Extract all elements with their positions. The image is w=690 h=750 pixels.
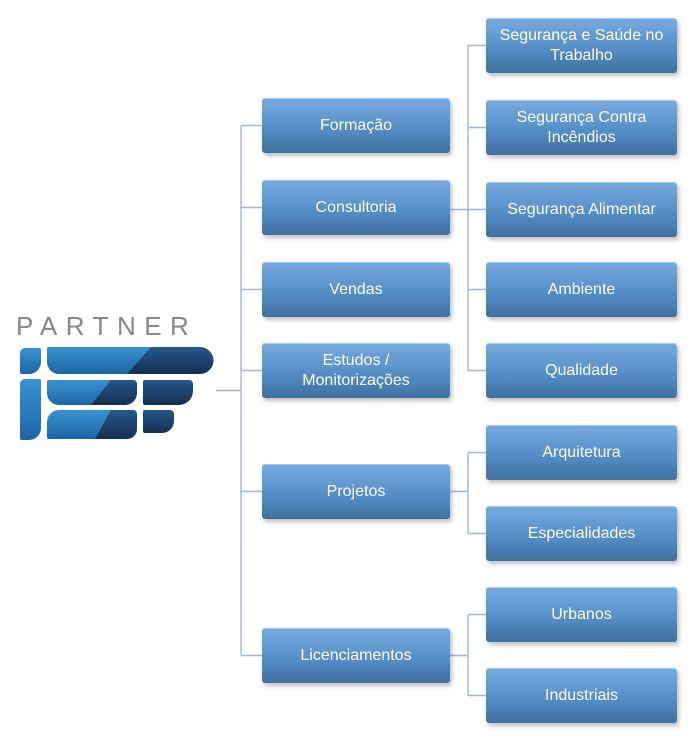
node-label: Qualidade (545, 361, 618, 379)
node-label: Estudos / Monitorizações (302, 351, 410, 389)
ief-logo-icon (20, 347, 214, 440)
node-label: Especialidades (527, 524, 636, 542)
node-label: Urbanos (551, 605, 612, 623)
node-label: Licenciamentos (300, 646, 412, 664)
node-label: Segurança e Saúde no Trabalho (499, 26, 664, 64)
node-label: Projetos (326, 482, 386, 500)
node-seguranca-saude-trabalho: Segurança e Saúde no Trabalho (486, 18, 677, 73)
node-label: Consultoria (315, 198, 397, 216)
brand-wordmark: PARTNER (16, 311, 198, 341)
node-especialidades: Especialidades (486, 506, 677, 561)
node-qualidade: Qualidade (486, 343, 677, 398)
node-seguranca-alimentar: Segurança Alimentar (486, 182, 677, 237)
node-label: Segurança Alimentar (507, 200, 656, 218)
node-ambiente: Ambiente (486, 262, 677, 317)
node-label: Formação (319, 116, 393, 134)
node-estudos-monitorizacoes: Estudos / Monitorizações (262, 343, 450, 398)
node-projetos: Projetos (262, 464, 450, 519)
node-label: Vendas (329, 280, 383, 298)
node-formacao: Formação (262, 98, 450, 153)
node-label: Ambiente (547, 280, 616, 298)
node-industriais: Industriais (486, 668, 677, 723)
node-label: Industriais (545, 686, 618, 704)
node-seguranca-contra-incendios: Segurança Contra Incêndios (486, 100, 677, 155)
node-label: Segurança Contra Incêndios (516, 108, 647, 146)
node-label: Arquitetura (542, 443, 621, 461)
node-arquitetura: Arquitetura (486, 425, 677, 480)
partner-ief-logo: PARTNER (15, 311, 220, 446)
node-vendas: Vendas (262, 262, 450, 317)
node-urbanos: Urbanos (486, 587, 677, 642)
node-consultoria: Consultoria (262, 180, 450, 235)
node-licenciamentos: Licenciamentos (262, 628, 450, 683)
